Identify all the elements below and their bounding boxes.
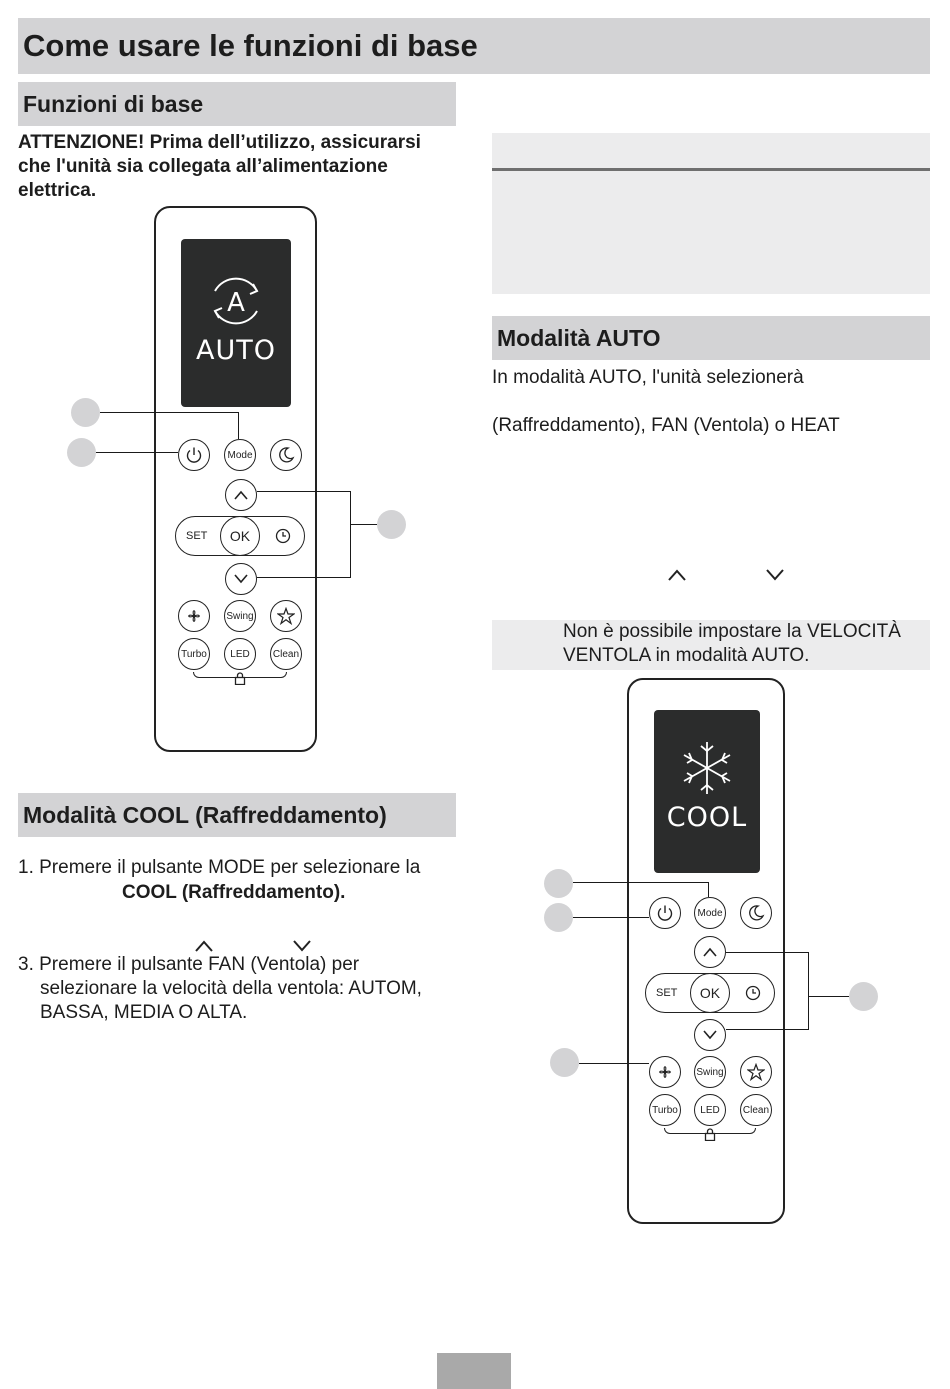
clean-button[interactable]: Clean — [270, 638, 302, 670]
led-button[interactable]: LED — [694, 1094, 726, 1126]
ok-button[interactable]: OK — [220, 516, 260, 556]
section-title: Funzioni di base — [23, 90, 204, 117]
power-button[interactable] — [649, 897, 681, 929]
fan-button[interactable] — [649, 1056, 681, 1088]
fan-icon — [659, 1066, 671, 1078]
callout-line — [726, 952, 809, 954]
section-title: Modalità AUTO — [497, 324, 661, 351]
callout-line — [809, 996, 849, 998]
mode-button[interactable]: Mode — [694, 897, 726, 929]
section-basic-functions: Funzioni di base — [18, 82, 456, 126]
display-mode-text: COOL — [666, 802, 748, 833]
down-button[interactable] — [694, 1019, 726, 1051]
callout-line — [257, 577, 351, 579]
display-mode-text: AUTO — [196, 335, 276, 366]
callout-line — [238, 412, 240, 439]
down-arrow-icon — [234, 574, 248, 584]
callout-marker — [544, 903, 573, 932]
callout-marker — [71, 398, 100, 427]
auto-text-line1: In modalità AUTO, l'unità selezionerà — [492, 367, 804, 388]
auto-text-line2: (Raffreddamento), FAN (Ventola) o HEAT — [492, 415, 840, 436]
cool-step3-line3: BASSA, MEDIA O ALTA. — [40, 1002, 248, 1023]
up-arrow-icon — [703, 947, 717, 957]
note-line2: VENTOLA in modalità AUTO. — [563, 645, 810, 666]
up-arrow-icon — [668, 569, 686, 581]
page-title: Come usare le funzioni di base — [23, 28, 478, 63]
power-icon — [657, 905, 673, 921]
cool-step1: 1. Premere il pulsante MODE per selezion… — [18, 857, 421, 878]
snowflake-icon — [683, 742, 731, 794]
callout-marker — [377, 510, 406, 539]
lock-icon — [704, 1128, 716, 1141]
callout-line — [573, 917, 649, 919]
turbo-button[interactable]: Turbo — [649, 1094, 681, 1126]
callout-line — [808, 952, 810, 1030]
sleep-button[interactable] — [740, 897, 772, 929]
up-arrow-icon — [234, 490, 248, 500]
callout-line — [350, 491, 352, 578]
remote-display: A AUTO — [181, 239, 291, 407]
mode-button[interactable]: Mode — [224, 439, 256, 471]
remote-display: COOL — [654, 710, 760, 873]
callout-line — [96, 452, 178, 454]
callout-marker — [544, 869, 573, 898]
favorite-button[interactable] — [740, 1056, 772, 1088]
right-top-panel-rule — [492, 168, 930, 171]
timer-icon[interactable] — [275, 528, 291, 544]
cool-step1-bold: COOL (Raffreddamento). — [122, 882, 346, 903]
set-button[interactable]: SET — [656, 987, 678, 999]
callout-line — [351, 524, 377, 526]
callout-line — [726, 1029, 809, 1031]
power-button[interactable] — [178, 439, 210, 471]
swing-button[interactable]: Swing — [224, 600, 256, 632]
sleep-icon — [279, 447, 295, 463]
callout-line — [708, 882, 710, 897]
up-button[interactable] — [225, 479, 257, 511]
page-number-box — [437, 1353, 511, 1389]
callout-marker — [550, 1048, 579, 1077]
section-auto-mode: Modalità AUTO — [492, 316, 930, 360]
ok-button[interactable]: OK — [690, 973, 730, 1013]
page-title-bar: Come usare le funzioni di base — [18, 18, 930, 74]
power-icon — [186, 447, 202, 463]
sleep-icon — [749, 905, 765, 921]
warning-text: ATTENZIONE! Prima dell’utilizzo, assicur… — [18, 132, 421, 201]
right-top-panel — [492, 133, 930, 294]
down-arrow-icon — [293, 940, 311, 952]
callout-line — [257, 491, 351, 493]
down-arrow-icon — [766, 569, 784, 581]
turbo-button[interactable]: Turbo — [178, 638, 210, 670]
auto-cycle-icon: A — [213, 277, 259, 325]
up-arrow-icon — [195, 940, 213, 952]
down-arrow-icon — [703, 1030, 717, 1040]
display-letter: A — [227, 288, 245, 318]
timer-icon[interactable] — [745, 985, 761, 1001]
cool-step3-line2: selezionare la velocità della ventola: A… — [40, 978, 422, 999]
callout-marker — [849, 982, 878, 1011]
cool-step3-line1: 3. Premere il pulsante FAN (Ventola) per — [18, 954, 360, 975]
callout-marker — [67, 438, 96, 467]
fan-button[interactable] — [178, 600, 210, 632]
star-icon — [747, 1063, 765, 1081]
callout-line — [100, 412, 239, 414]
sleep-button[interactable] — [270, 439, 302, 471]
callout-line — [579, 1063, 649, 1065]
section-title: Modalità COOL (Raffreddamento) — [23, 801, 387, 828]
note-line1: Non è possibile impostare la VELOCITÀ — [563, 621, 901, 642]
callout-line — [573, 882, 709, 884]
clean-button[interactable]: Clean — [740, 1094, 772, 1126]
lock-icon — [234, 672, 246, 685]
favorite-button[interactable] — [270, 600, 302, 632]
note-box — [492, 620, 930, 670]
up-button[interactable] — [694, 936, 726, 968]
fan-icon — [188, 610, 200, 622]
led-button[interactable]: LED — [224, 638, 256, 670]
down-button[interactable] — [225, 563, 257, 595]
star-icon — [277, 607, 295, 625]
swing-button[interactable]: Swing — [694, 1056, 726, 1088]
set-button[interactable]: SET — [186, 530, 208, 542]
section-cool-mode: Modalità COOL (Raffreddamento) — [18, 793, 456, 837]
